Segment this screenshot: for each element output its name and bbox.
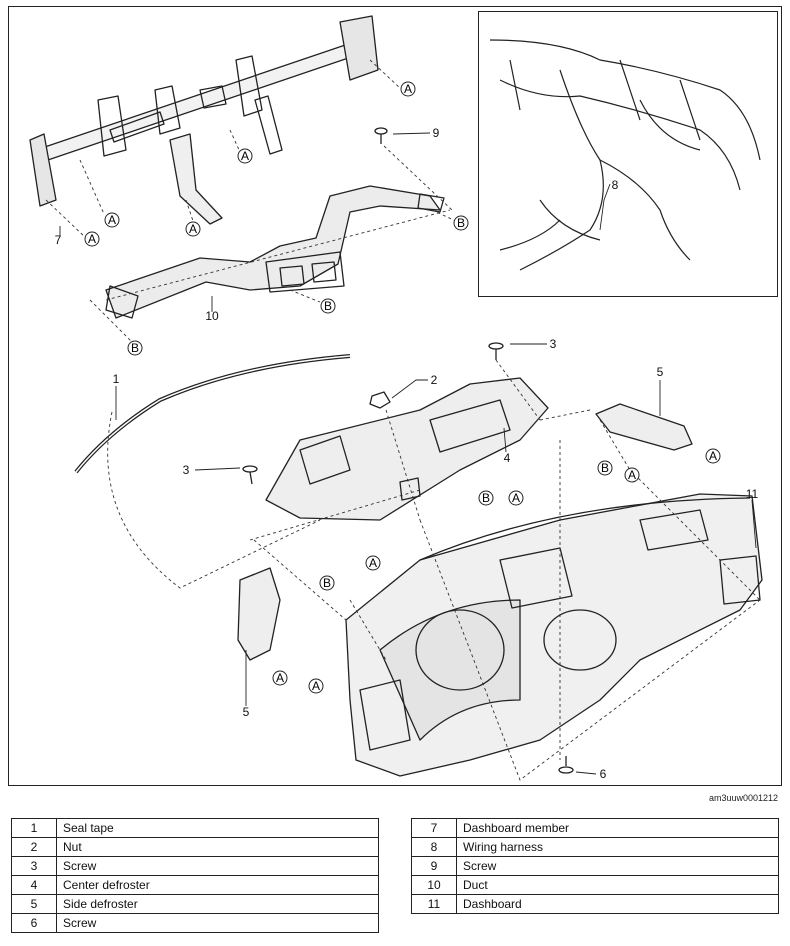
legend-part-name: Side defroster <box>56 894 379 914</box>
legend-number: 7 <box>411 818 457 838</box>
legend-number: 5 <box>11 894 57 914</box>
legend-number: 6 <box>11 913 57 933</box>
legend-part-name: Dashboard member <box>456 818 779 838</box>
dashboard-illustration <box>345 493 763 777</box>
legend-part-name: Screw <box>456 856 779 876</box>
ref-a-callout: A <box>88 232 96 246</box>
image-code: am3uuw0001212 <box>708 793 778 803</box>
legend-part-name: Duct <box>456 875 779 895</box>
exploded-view-diagram: A A A A A B B B B A A B A A B A A 9 8 7 … <box>29 15 763 781</box>
legend-number: 9 <box>411 856 457 876</box>
part-number-9: 9 <box>433 126 440 140</box>
legend-number: 3 <box>11 856 57 876</box>
screw-3-top-icon <box>488 342 504 360</box>
ref-a-callout: A <box>709 449 717 463</box>
legend-number: 4 <box>11 875 57 895</box>
part-number-8: 8 <box>612 178 619 192</box>
center-defroster-illustration <box>265 377 549 521</box>
wiring-harness-inset <box>478 11 778 297</box>
ref-a-callout: A <box>369 556 377 570</box>
part-number-10: 10 <box>205 309 219 323</box>
part-number-3: 3 <box>183 463 190 477</box>
ref-b-callout: B <box>601 461 609 475</box>
part-number-1: 1 <box>113 372 120 386</box>
nut-icon <box>369 391 391 409</box>
part-number-6: 6 <box>600 767 607 781</box>
legend-part-name: Center defroster <box>56 875 379 895</box>
ref-a-callout: A <box>108 213 116 227</box>
ref-a-callout: A <box>241 149 249 163</box>
legend-part-name: Dashboard <box>456 894 779 914</box>
ref-b-callout: B <box>457 216 465 230</box>
ref-b-callout: B <box>482 491 490 505</box>
part-number-4: 4 <box>504 451 511 465</box>
ref-a-callout: A <box>276 671 284 685</box>
part-number-5: 5 <box>657 365 664 379</box>
duct-illustration <box>105 185 445 319</box>
legend-number: 8 <box>411 837 457 857</box>
side-defroster-right-illustration <box>595 403 693 451</box>
legend-part-name: Screw <box>56 913 379 933</box>
ref-a-callout: A <box>189 222 197 236</box>
leader-lines <box>59 132 757 775</box>
ref-b-callout: B <box>324 299 332 313</box>
ref-b-callout: B <box>131 341 139 355</box>
assembly-lines <box>45 59 761 781</box>
legend-number: 10 <box>411 875 457 895</box>
screw-6-icon <box>558 756 574 774</box>
ref-b-callout: B <box>323 576 331 590</box>
dashboard-member-illustration <box>29 15 379 225</box>
ref-a-callout: A <box>512 491 520 505</box>
side-defroster-left-illustration <box>237 567 281 661</box>
part-number-7: 7 <box>55 233 62 247</box>
ref-a-callout: A <box>312 679 320 693</box>
part-number-5: 5 <box>243 705 250 719</box>
wiring-harness-illustration <box>489 39 761 271</box>
screw-3-left-icon <box>242 465 258 485</box>
legend-number: 1 <box>11 818 57 838</box>
screw-9-icon <box>374 127 388 144</box>
legend-number: 2 <box>11 837 57 857</box>
diagram-frame <box>8 6 782 786</box>
part-number-3: 3 <box>550 337 557 351</box>
ref-a-callout: A <box>404 82 412 96</box>
part-number-2: 2 <box>431 373 438 387</box>
legend-number: 11 <box>411 894 457 914</box>
legend-part-name: Screw <box>56 856 379 876</box>
ref-a-callout: A <box>628 468 636 482</box>
legend-part-name: Seal tape <box>56 818 379 838</box>
part-number-11: 11 <box>746 487 759 501</box>
legend-part-name: Nut <box>56 837 379 857</box>
legend-part-name: Wiring harness <box>456 837 779 857</box>
reference-letter-callouts <box>84 81 721 694</box>
